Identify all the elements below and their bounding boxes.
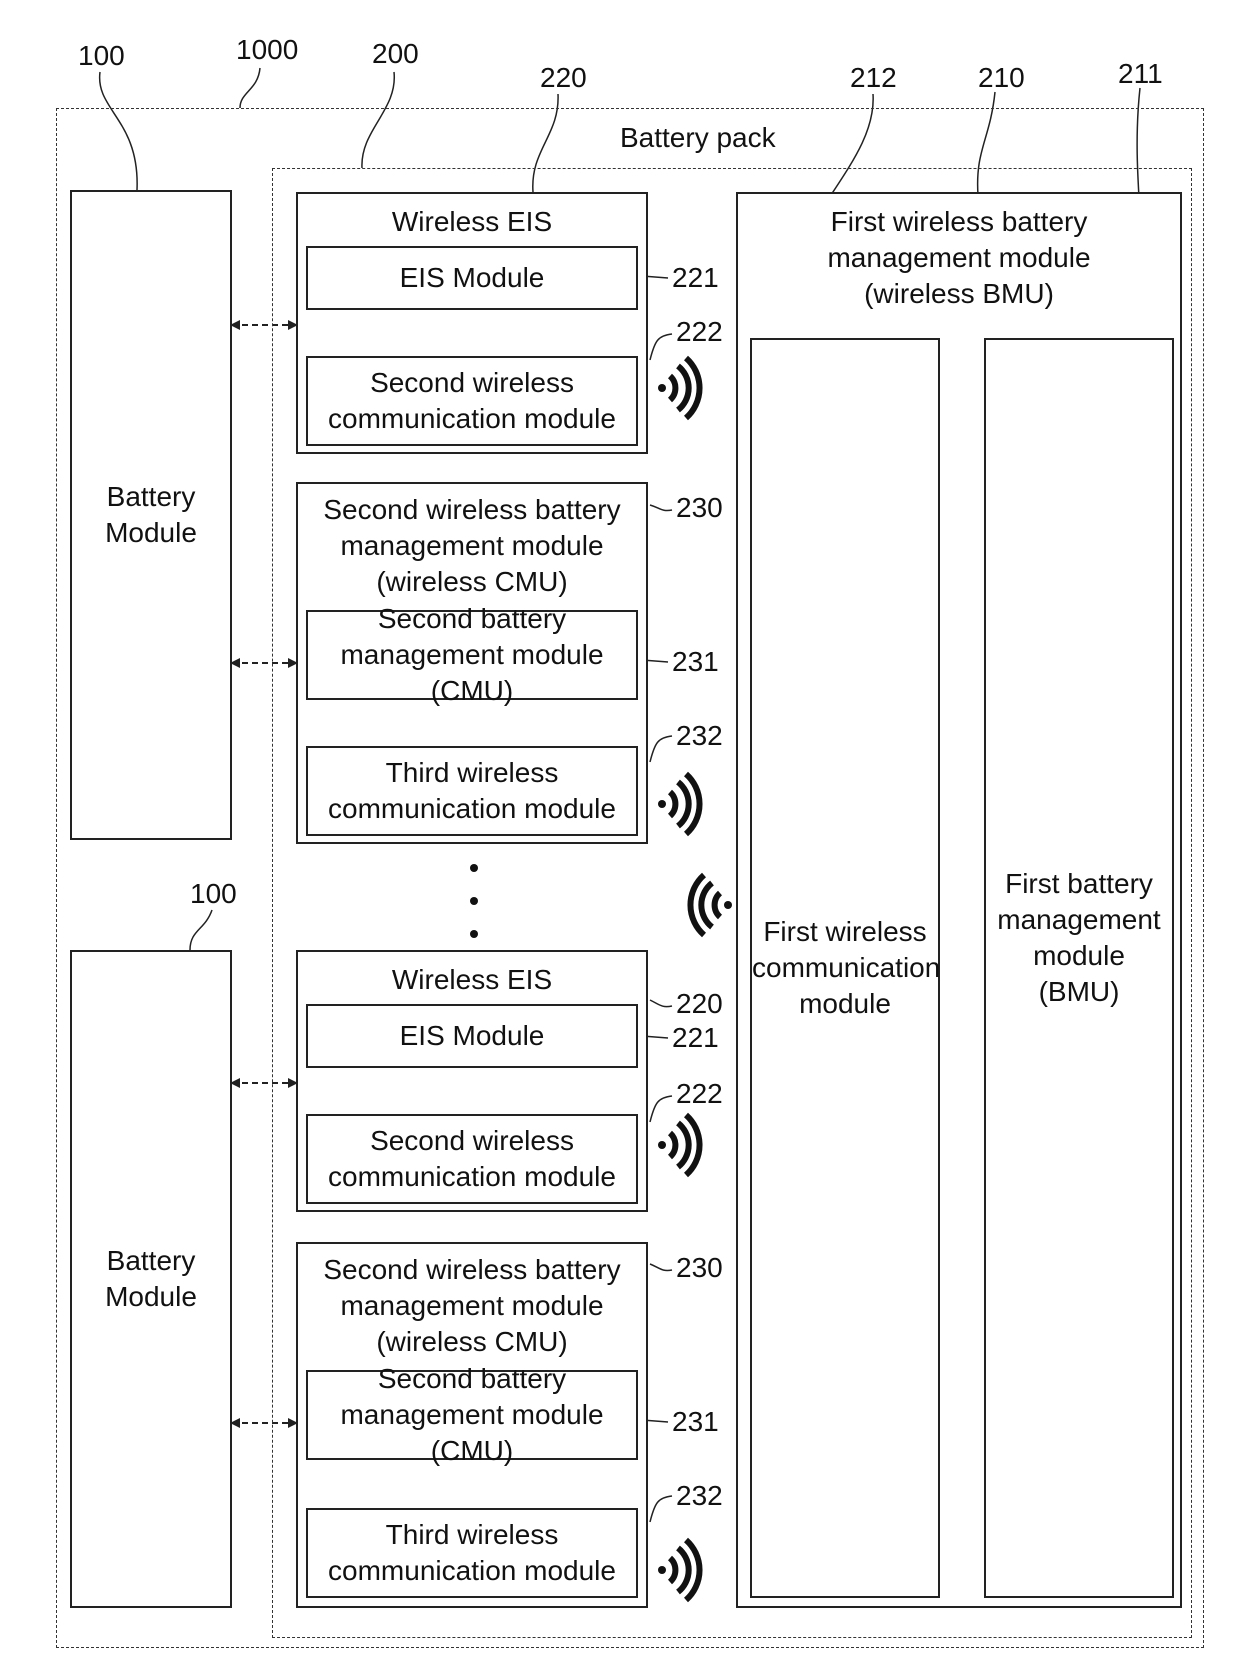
wireless-cmu-title: Second wireless battery management modul… xyxy=(298,1252,646,1359)
second-wireless-comm-label: Second wireless communication module xyxy=(322,365,622,437)
wireless-bmu-title: First wireless battery management module… xyxy=(738,204,1180,311)
second-wireless-comm-2: Second wireless communication module xyxy=(306,1114,638,1204)
battery-module-2: Battery Module xyxy=(70,950,232,1608)
ref-200: 200 xyxy=(372,38,419,70)
third-wireless-comm-1: Third wireless communication module xyxy=(306,746,638,836)
wireless-cmu-title: Second wireless battery management modul… xyxy=(298,492,646,599)
third-wireless-comm-label: Third wireless communication module xyxy=(322,1517,622,1589)
battery-module-label: Battery Module xyxy=(91,1243,211,1315)
bmu: First battery management module (BMU) xyxy=(984,338,1174,1598)
second-wireless-comm-1: Second wireless communication module xyxy=(306,356,638,446)
ref-210: 210 xyxy=(978,62,1025,94)
wireless-eis-title: Wireless EIS xyxy=(298,204,646,240)
eis-module-label: EIS Module xyxy=(400,260,545,296)
ref-212: 212 xyxy=(850,62,897,94)
ref-1000: 1000 xyxy=(236,34,298,66)
battery-module-label: Battery Module xyxy=(91,479,211,551)
wireless-bmu: First wireless battery management module… xyxy=(736,192,1182,1608)
leader-1000 xyxy=(240,68,260,108)
battery-module-1: Battery Module xyxy=(70,190,232,840)
third-wireless-comm-label: Third wireless communication module xyxy=(322,755,622,827)
cmu-1: Second battery management module (CMU) xyxy=(306,610,638,700)
wireless-eis-title: Wireless EIS xyxy=(298,962,646,998)
ref-211: 211 xyxy=(1118,58,1163,90)
wireless-eis-2: Wireless EIS EIS Module Second wireless … xyxy=(296,950,648,1212)
eis-module-2: EIS Module xyxy=(306,1004,638,1068)
wireless-eis-1: Wireless EIS EIS Module Second wireless … xyxy=(296,192,648,454)
first-wireless-comm: First wireless communication module xyxy=(750,338,940,1598)
ref-220-top: 220 xyxy=(540,62,587,94)
ref-100-top: 100 xyxy=(78,40,125,72)
cmu-label: Second battery management module (CMU) xyxy=(308,1361,636,1468)
second-wireless-comm-label: Second wireless communication module xyxy=(322,1123,622,1195)
cmu-2: Second battery management module (CMU) xyxy=(306,1370,638,1460)
wireless-cmu-2: Second wireless battery management modul… xyxy=(296,1242,648,1608)
first-wireless-comm-label: First wireless communication module xyxy=(752,914,938,1021)
eis-module-label: EIS Module xyxy=(400,1018,545,1054)
eis-module-1: EIS Module xyxy=(306,246,638,310)
bmu-label: First battery management module (BMU) xyxy=(994,866,1164,1009)
third-wireless-comm-2: Third wireless communication module xyxy=(306,1508,638,1598)
wireless-cmu-1: Second wireless battery management modul… xyxy=(296,482,648,844)
cmu-label: Second battery management module (CMU) xyxy=(308,601,636,708)
battery-pack-label: Battery pack xyxy=(620,122,776,154)
